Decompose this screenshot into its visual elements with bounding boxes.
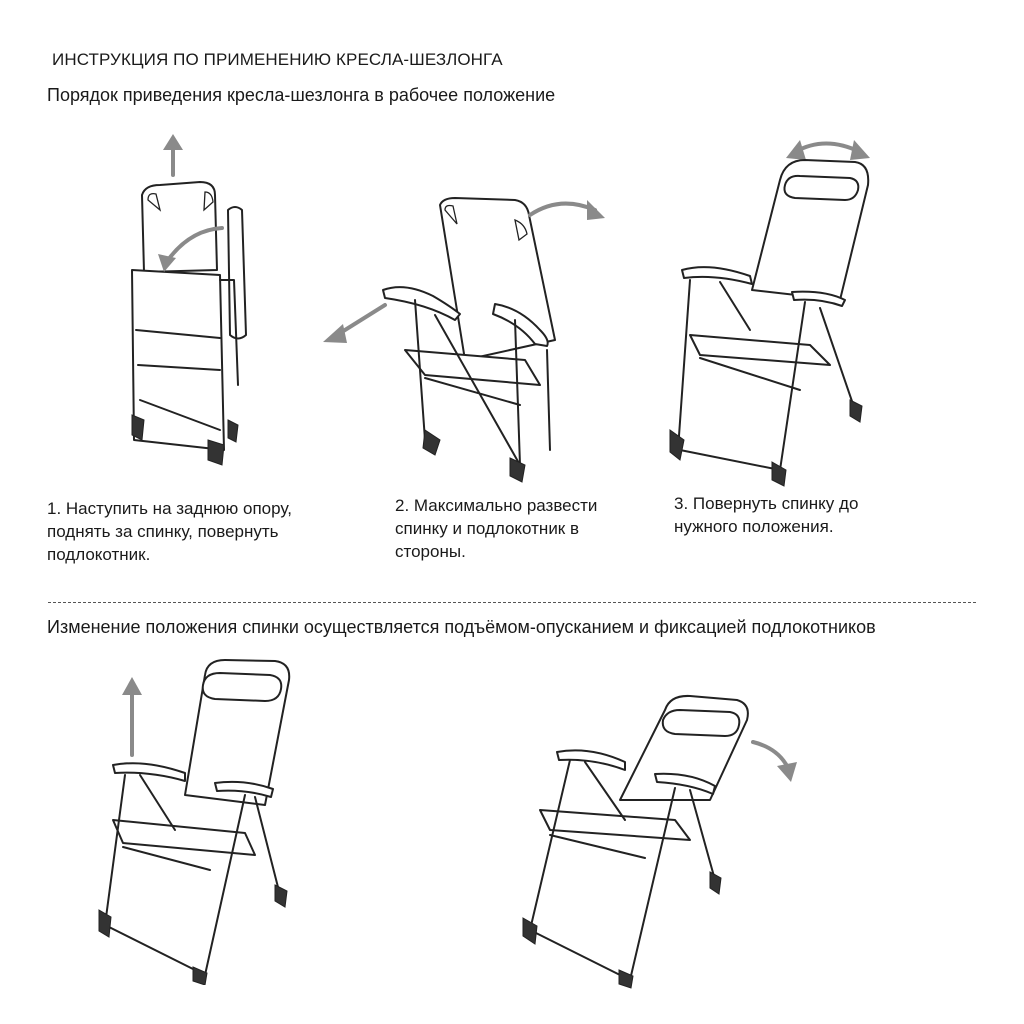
upright-chair-armrest-lift-illustration bbox=[95, 655, 305, 985]
backrest-adjustment-note: Изменение положения спинки осуществляетс… bbox=[47, 617, 876, 637]
step-2-text: 2. Максимально развести спинку и подлоко… bbox=[395, 496, 598, 561]
unfolding-chair-illustration bbox=[315, 190, 615, 490]
open-chair-illustration bbox=[660, 130, 890, 490]
step-1-text: 1. Наступить на заднюю опору, поднять за… bbox=[47, 499, 292, 564]
section-subtitle: Порядок приведения кресла-шезлонга в раб… bbox=[47, 85, 556, 105]
step-3-text: 3. Повернуть спинку до нужного положения… bbox=[674, 494, 859, 536]
dashed-divider bbox=[48, 602, 976, 603]
document-title: ИНСТРУКЦИЯ ПО ПРИМЕНЕНИЮ КРЕСЛА-ШЕЗЛОНГА bbox=[52, 50, 503, 69]
folded-chair-illustration bbox=[120, 130, 260, 480]
reclined-chair-illustration bbox=[515, 690, 805, 990]
